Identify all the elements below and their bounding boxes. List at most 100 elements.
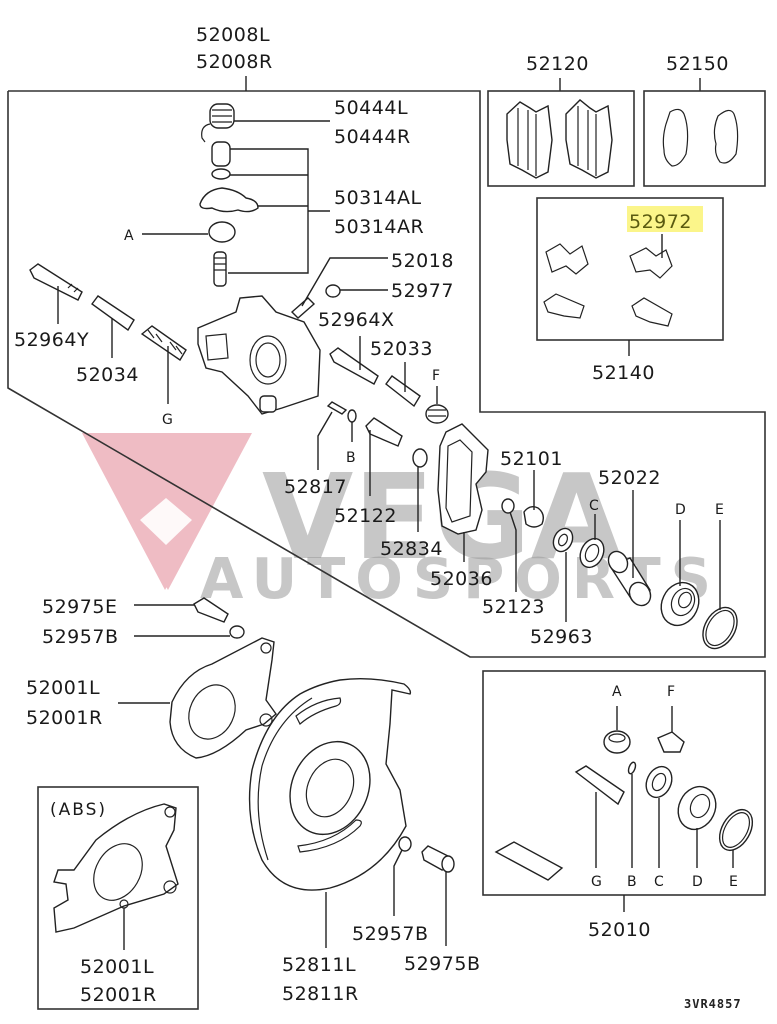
kit-label-F: F (667, 684, 675, 700)
label-52033: 52033 (370, 338, 433, 360)
label-52811L: 52811L (282, 954, 356, 976)
label-52122: 52122 (334, 505, 397, 527)
label-50444R: 50444R (334, 126, 411, 148)
bleeder-cap-52101 (523, 505, 545, 528)
kit-label-B: B (627, 874, 637, 890)
leader-52957B-bottom (393, 849, 403, 916)
label-52001R-top: 52001R (26, 707, 103, 729)
highlight-52972 (627, 206, 703, 232)
pin-52817 (326, 401, 348, 415)
brake-pads-52120 (506, 99, 613, 179)
label-52123: 52123 (482, 596, 545, 618)
label-52817: 52817 (284, 476, 347, 498)
leader-52123 (509, 511, 517, 592)
label-E: E (715, 502, 724, 518)
shims-box-52150 (643, 90, 766, 187)
kit-label-C: C (654, 874, 664, 890)
kit-part-E (718, 809, 754, 851)
bolt-52975B (421, 845, 455, 873)
piston-52022 (607, 550, 652, 607)
clips-52140 (543, 243, 673, 327)
label-52977: 52977 (391, 280, 454, 302)
leader-52018 (301, 257, 388, 307)
label-52964Y: 52964Y (14, 329, 89, 351)
seal-kit-parts (494, 730, 754, 881)
label-52022: 52022 (598, 467, 661, 489)
label-52008R: 52008R (196, 51, 273, 73)
shims-52150 (662, 108, 739, 167)
label-50444L: 50444L (334, 97, 408, 119)
label-abs: (ABS) (50, 800, 107, 820)
washer-52957B (229, 625, 245, 639)
label-52150: 52150 (666, 53, 729, 75)
leader-52817 (317, 411, 333, 470)
bleeder-52018 (290, 284, 341, 319)
label-A: A (124, 228, 134, 244)
label-52834: 52834 (380, 538, 443, 560)
boot-F (425, 404, 449, 424)
kit-part-C (645, 765, 673, 799)
label-52963: 52963 (530, 626, 593, 648)
bushing-52123 (501, 498, 515, 514)
kit-label-A: A (612, 684, 622, 700)
label-52811R: 52811R (282, 983, 359, 1005)
abs-adaptor-plate-52001 (53, 803, 179, 933)
label-52975E: 52975E (42, 596, 117, 618)
seal-52963 (552, 527, 574, 553)
kit-part-B (627, 761, 637, 775)
boot-D (660, 581, 700, 627)
sleeve-52033 (385, 375, 421, 408)
nut-52834 (412, 448, 428, 468)
abs-box (37, 786, 199, 1010)
support-52036 (437, 423, 489, 535)
washer-52957B-bottom (398, 836, 412, 852)
label-52120: 52120 (526, 53, 589, 75)
pads-box-52120 (487, 90, 635, 187)
caliper-assembly-frame (7, 90, 766, 658)
kit-grease-pack (494, 841, 564, 881)
bolt-52122 (365, 417, 403, 447)
label-52101: 52101 (500, 448, 563, 470)
watermark-logo-notch (140, 498, 192, 545)
label-52036: 52036 (430, 568, 493, 590)
label-C: C (589, 498, 599, 514)
label-50314AR: 50314AR (334, 216, 424, 238)
label-F: F (432, 368, 440, 384)
label-52008L: 52008L (196, 24, 270, 46)
spring-50444 (201, 103, 235, 143)
label-52001L-abs: 52001L (80, 956, 154, 978)
label-B: B (346, 450, 356, 466)
diagram-code: 3VR4857 (684, 997, 742, 1011)
adaptor-plate-52001 (169, 637, 277, 759)
bolt-52964Y (29, 263, 83, 301)
caliper-body (197, 295, 321, 415)
kit-label-E: E (729, 874, 738, 890)
label-52034: 52034 (76, 364, 139, 386)
dust-shield-52811 (248, 677, 412, 891)
label-52010: 52010 (588, 919, 651, 941)
label-G: G (162, 412, 173, 428)
adjuster-parts-50314 (199, 141, 259, 287)
label-52001R-abs: 52001R (80, 984, 157, 1006)
kit-label-D: D (692, 874, 703, 890)
label-52957B-bottom: 52957B (352, 923, 428, 945)
kit-part-G (574, 765, 625, 806)
sleeve-52034 (91, 295, 135, 332)
label-52001L-top: 52001L (26, 677, 100, 699)
label-52140: 52140 (592, 362, 655, 384)
oring-B (347, 409, 357, 423)
label-52972: 52972 (629, 211, 692, 233)
label-52975B: 52975B (404, 953, 480, 975)
label-52018: 52018 (391, 250, 454, 272)
label-D: D (675, 502, 686, 518)
clips-box-52140 (536, 197, 724, 341)
label-50314AL: 50314AL (334, 187, 422, 209)
label-52957B-top: 52957B (42, 626, 118, 648)
kit-part-D (677, 785, 717, 831)
bolt-52975E (193, 597, 229, 623)
label-52964X: 52964X (318, 309, 394, 331)
boot-G (140, 325, 187, 361)
kit-label-G: G (591, 874, 602, 890)
ring-E (702, 606, 738, 650)
